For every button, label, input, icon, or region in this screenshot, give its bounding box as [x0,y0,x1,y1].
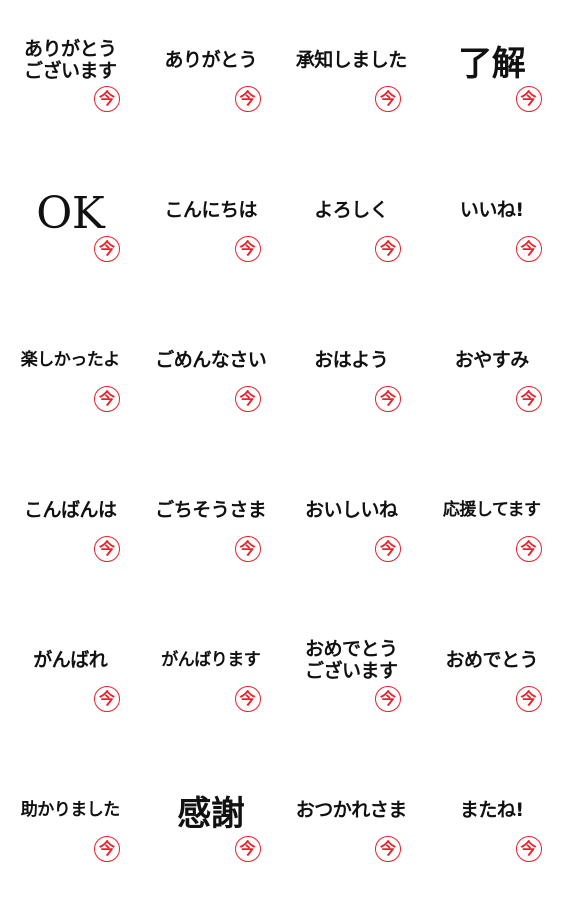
ima-stamp-icon: 今 [375,86,401,112]
sticker-label: 感謝 [177,794,245,834]
sticker-label: がんばります [161,650,261,670]
sticker-cell[interactable]: 助かりました 今 [0,750,141,900]
sticker-cell[interactable]: おつかれさま 今 [281,750,422,900]
sticker-cell[interactable]: ごちそうさま 今 [141,450,282,600]
ima-stamp-icon: 今 [234,86,261,112]
ima-stamp-icon: 今 [94,836,120,862]
sticker-cell[interactable]: 感謝 今 [141,750,282,900]
ima-stamp-icon: 今 [94,686,120,712]
ima-stamp-icon: 今 [515,686,542,712]
ima-stamp-icon: 今 [234,236,261,262]
sticker-label: よろしく [314,199,389,221]
sticker-label: おつかれさま [295,799,408,821]
ima-stamp-icon: 今 [375,836,401,862]
sticker-cell[interactable]: 楽しかったよ 今 [0,300,141,450]
sticker-label: おやすみ [454,349,530,371]
sticker-cell[interactable]: おめでとう 今 [422,600,562,750]
sticker-label: おはよう [314,349,389,371]
sticker-label: おいしいね [304,499,398,521]
sticker-cell[interactable]: がんばれ 今 [0,600,141,750]
sticker-label: こんにちは [164,199,257,221]
sticker-label: OK [36,188,105,239]
sticker-cell[interactable]: おいしいね 今 [281,450,422,600]
ima-stamp-icon: 今 [94,536,120,562]
sticker-cell[interactable]: おやすみ 今 [422,300,562,450]
sticker-cell[interactable]: またね! 今 [422,750,562,900]
sticker-label: ごちそうさま [155,499,267,521]
ima-stamp-icon: 今 [94,386,120,412]
sticker-label: 承知しました [295,49,408,71]
ima-stamp-icon: 今 [234,686,261,712]
ima-stamp-icon: 今 [94,86,120,112]
sticker-cell[interactable]: ごめんなさい 今 [141,300,282,450]
ima-stamp-icon: 今 [94,236,120,262]
ima-stamp-icon: 今 [375,236,401,262]
sticker-cell[interactable]: ありがとう 今 [141,0,282,150]
ima-stamp-icon: 今 [515,236,542,262]
sticker-cell[interactable]: いいね! 今 [422,150,562,300]
sticker-label: ありがとう [164,49,257,71]
sticker-label: ありがとう ございます [23,38,117,82]
sticker-cell[interactable]: がんばります 今 [141,600,282,750]
ima-stamp-icon: 今 [515,836,542,862]
sticker-cell[interactable]: よろしく 今 [281,150,422,300]
ima-stamp-icon: 今 [234,386,261,412]
sticker-label: いいね! [459,199,524,221]
sticker-label: 応援してます [442,500,541,520]
sticker-label: おめでとう ございます [304,638,398,682]
ima-stamp-icon: 今 [234,836,261,862]
sticker-label: またね! [459,799,524,821]
sticker-cell[interactable]: おはよう 今 [281,300,422,450]
sticker-label: 了解 [458,44,526,84]
sticker-label: ごめんなさい [155,349,267,371]
ima-stamp-icon: 今 [375,386,401,412]
ima-stamp-icon: 今 [375,536,401,562]
ima-stamp-icon: 今 [515,386,542,412]
sticker-label: おめでとう [445,649,538,671]
ima-stamp-icon: 今 [515,536,542,562]
sticker-cell[interactable]: OK 今 [0,150,141,300]
sticker-cell[interactable]: 応援してます 今 [422,450,562,600]
sticker-cell[interactable]: おめでとう ございます 今 [281,600,422,750]
sticker-cell[interactable]: 了解 今 [422,0,562,150]
ima-stamp-icon: 今 [515,86,542,112]
sticker-label: がんばれ [33,649,108,671]
sticker-cell[interactable]: ありがとう ございます 今 [0,0,141,150]
ima-stamp-icon: 今 [375,686,401,712]
sticker-label: こんばんは [23,499,117,521]
sticker-label: 楽しかったよ [20,350,120,370]
sticker-cell[interactable]: こんにちは 今 [141,150,282,300]
sticker-label: 助かりました [20,800,120,820]
sticker-cell[interactable]: 承知しました 今 [281,0,422,150]
ima-stamp-icon: 今 [234,536,261,562]
sticker-cell[interactable]: こんばんは 今 [0,450,141,600]
